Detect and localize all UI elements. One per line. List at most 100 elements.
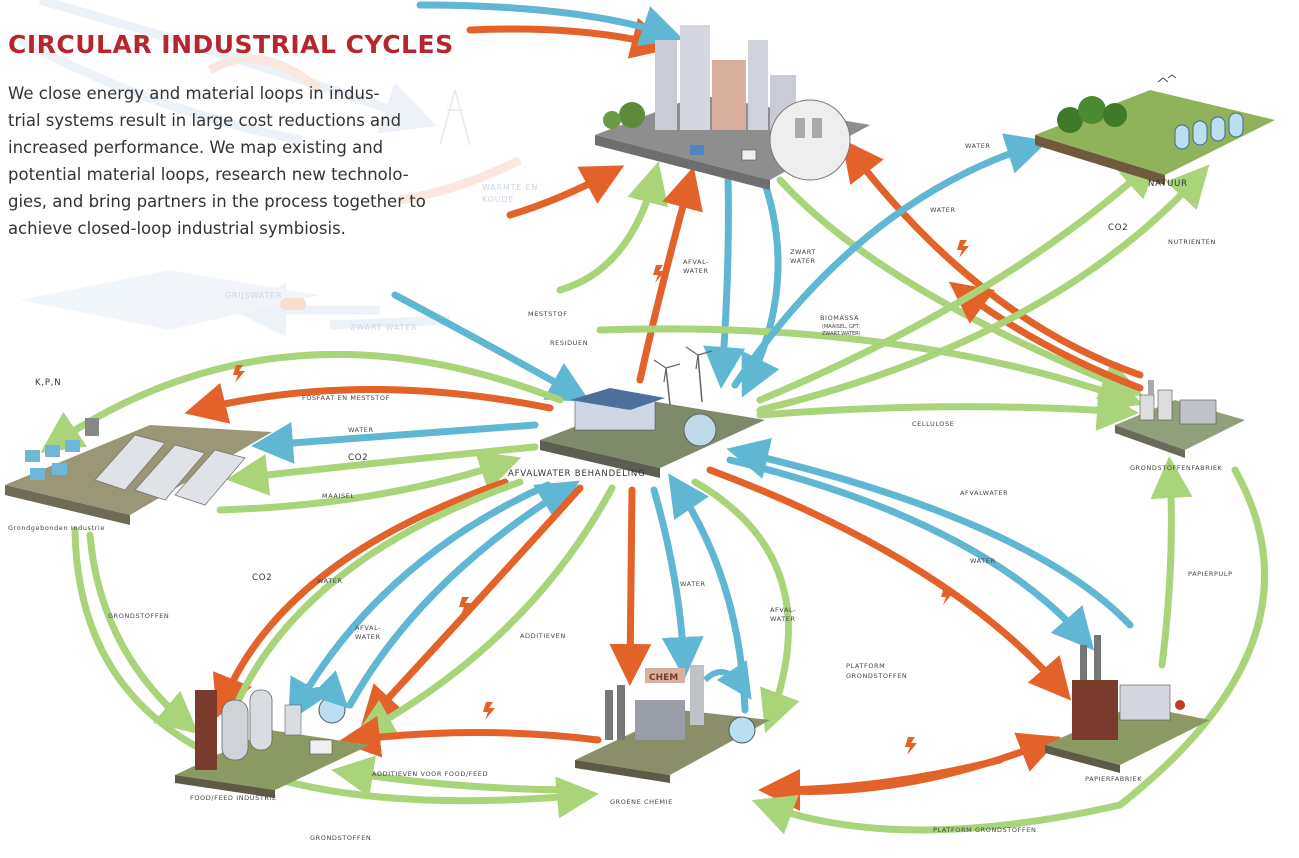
arrow-water-left	[251, 421, 539, 464]
arrow-water-into-city	[416, 1, 684, 47]
arrow-co2-natuur	[756, 155, 1161, 404]
arrow-fosfaat	[184, 382, 554, 424]
flow-label-warmte-2: KOUDE	[482, 195, 514, 204]
natuur-label: NATUUR	[1148, 179, 1188, 189]
arrow-energy-grondstoffen-2	[948, 281, 1144, 392]
city-node	[595, 25, 870, 190]
arrow-energy-food	[360, 484, 584, 729]
flow-label-zwart-water-1: ZWART	[790, 248, 816, 256]
flow-label-platform-bottom: PLATFORM GRONDSTOFFEN	[933, 826, 1036, 834]
flow-labels: WATER WATER CO2 NUTRIENTEN ZWART WATER A…	[35, 142, 1233, 842]
arrow-energy-chemie	[609, 486, 652, 686]
lightning-icon	[459, 597, 471, 615]
arrow-energy-papier-chemie	[758, 756, 1004, 811]
flow-arrows	[40, 1, 1268, 835]
grondgebonden-node	[5, 418, 272, 525]
papierfabriek-node	[1045, 635, 1210, 773]
arrow-co2-food-green	[231, 478, 524, 712]
energy-symbols	[233, 240, 969, 755]
arrow-meststof	[556, 161, 669, 294]
faint-background-scene	[17, 0, 523, 337]
arrow-afvalwater-right	[726, 437, 1134, 629]
lightning-icon	[233, 365, 245, 383]
arrow-zwartwater-city-wwtp	[741, 171, 782, 398]
lightning-icon	[957, 240, 969, 258]
arrow-biomassa	[776, 176, 1143, 400]
flow-label-cellulose: CELLULOSE	[912, 420, 954, 428]
flow-label-afvalwater-food-2: WATER	[355, 633, 381, 641]
groene-chemie-node: CHEM	[575, 660, 770, 783]
arrow-water-papier	[726, 456, 1095, 651]
wwtp-label: AFVALWATER BEHANDELING	[508, 469, 645, 479]
arrow-co2-food	[212, 478, 509, 718]
flow-label-water-left: WATER	[348, 426, 374, 434]
flow-label-zwart-water-2: WATER	[790, 257, 816, 265]
flow-label-afvalwater-food-1: AFVAL-	[355, 624, 381, 632]
arrow-platform-mid	[691, 478, 800, 734]
intro-line: achieve closed-loop industrial symbiosis…	[8, 219, 346, 238]
arrow-water-natuur	[731, 133, 1049, 389]
grondstoffenfabriek-label: GRONDSTOFFENFABRIEK	[1130, 464, 1223, 472]
flow-label-residuen: RESIDUEN	[550, 339, 588, 347]
flow-label-grondstoffen-bottom: GRONDSTOFFEN	[310, 834, 371, 842]
lightning-icon	[941, 587, 953, 605]
arrow-additieven	[352, 484, 616, 739]
intro-paragraph: We close energy and material loops in in…	[8, 80, 508, 242]
flow-label-fosfaat: FOSFAAT EN MESTSTOF	[302, 394, 390, 402]
arrow-water-chemie	[650, 486, 704, 679]
lightning-icon	[483, 702, 495, 720]
arrow-kpn	[40, 350, 564, 453]
flow-label-maaisel: MAAISEL	[322, 492, 355, 500]
arrow-energy-papier	[706, 466, 1072, 701]
intro-line: We close energy and material loops in in…	[8, 84, 380, 103]
flow-label-papierpulp: PAPIERPULP	[1188, 570, 1233, 578]
flow-label-water-right: WATER	[970, 557, 996, 565]
flow-label-nutrienten: NUTRIENTEN	[1168, 238, 1216, 246]
arrow-cellulose	[756, 389, 1139, 432]
arrow-platform-bottom	[751, 466, 1268, 835]
arrow-grondstoffen-left	[86, 531, 199, 735]
intro-line: potential material loops, research new t…	[8, 165, 409, 184]
groene-chemie-label: GROENE CHEMIE	[610, 798, 673, 806]
arrow-papierpulp	[1150, 456, 1193, 669]
flow-label-water-top: WATER	[965, 142, 991, 150]
arrow-additieven-food	[331, 755, 584, 798]
arrow-energy-chemie-food	[338, 715, 602, 758]
grondgebonden-label: Grondgebonden Industrie	[8, 524, 105, 532]
flow-label-afvalwater-top-1: AFVAL-	[683, 258, 709, 266]
arrow-nutrienten	[756, 164, 1210, 414]
arrow-energy-into-city	[466, 17, 674, 59]
flow-label-warmte-1: WARMTE EN	[482, 183, 538, 192]
arrow-afvalwater-food	[346, 480, 580, 709]
flow-label-afvalwater-chem-1: AFVAL-	[770, 606, 796, 614]
arrow-afvalwater-city-wwtp	[703, 171, 746, 389]
flow-label-platform-mid-1: PLATFORM	[846, 662, 885, 670]
flow-label-water-food: WATER	[317, 577, 343, 585]
lightning-icon	[905, 737, 917, 755]
flow-label-afvalwater-chem-2: WATER	[770, 615, 796, 623]
flow-label-co2-left: CO2	[348, 453, 368, 463]
flow-label-kpn: K,P,N	[35, 378, 61, 388]
intro-line: increased performance. We map existing a…	[8, 138, 384, 157]
page-title: CIRCULAR INDUSTRIAL CYCLES	[8, 30, 454, 59]
flow-label-afvalwater-top-2: WATER	[683, 267, 709, 275]
intro-line: gies, and bring partners in the process …	[8, 192, 426, 211]
lightning-icon	[653, 265, 665, 283]
chem-sign: CHEM	[649, 673, 678, 683]
wwtp-node	[540, 346, 765, 478]
flow-label-platform-mid-2: GRONDSTOFFEN	[846, 672, 907, 680]
flow-label-grijswater: GRIJSWATER	[225, 291, 282, 300]
food-feed-label: FOOD/FEED INDUSTRIE	[190, 794, 277, 802]
flow-label-co2-nature: CO2	[1108, 223, 1128, 233]
flow-label-biomassa-2: (MAAISEL, GFT,	[822, 324, 861, 330]
arrow-co2-left	[226, 443, 539, 496]
flow-label-zwart-water-faint: ZWART WATER	[350, 323, 417, 332]
natuur-node	[1035, 74, 1275, 185]
arrow-energy-chemie-papier	[766, 732, 1062, 795]
flow-label-co2-food: CO2	[252, 573, 272, 583]
papierfabriek-label: PAPIERFABRIEK	[1085, 775, 1142, 783]
arrow-faint-wwtp	[391, 291, 591, 402]
flow-label-water-mid: WATER	[930, 206, 956, 214]
flow-label-biomassa-1: BIOMASSA	[820, 314, 859, 322]
intro-line: trial systems result in large cost reduc…	[8, 111, 402, 130]
